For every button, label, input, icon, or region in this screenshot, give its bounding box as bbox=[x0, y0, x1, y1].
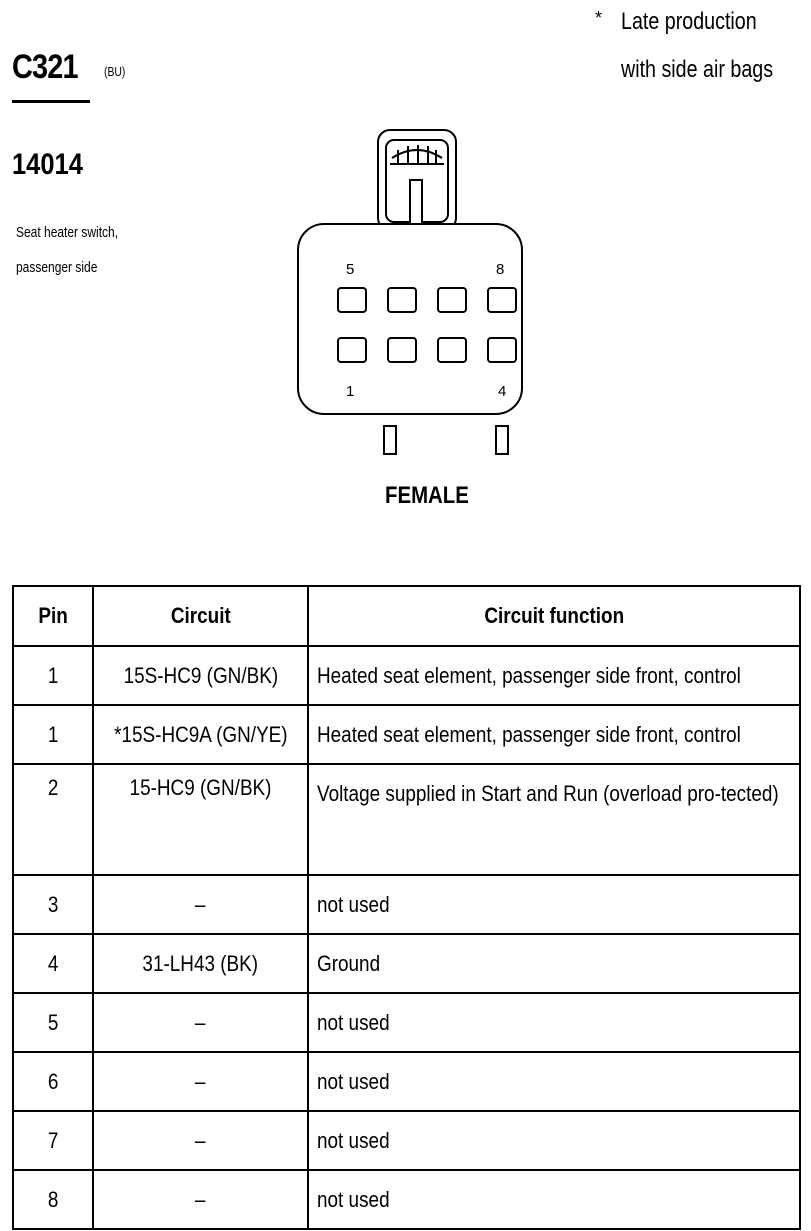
cell-circuit: 15S-HC9 (GN/BK) bbox=[92, 645, 309, 706]
cell-function: Ground bbox=[307, 933, 801, 994]
cell-function: Voltage supplied in Start and Run (overl… bbox=[307, 763, 801, 876]
cell-circuit: – bbox=[92, 992, 309, 1053]
note-marker: * bbox=[595, 8, 603, 28]
cell-function: not used bbox=[307, 1169, 801, 1230]
cell-circuit: – bbox=[92, 1110, 309, 1171]
description-line-2: passenger side bbox=[16, 259, 98, 276]
cell-circuit: 31-LH43 (BK) bbox=[92, 933, 309, 994]
table-row: 3 – not used bbox=[12, 874, 801, 935]
note-line-1: Late production bbox=[621, 8, 757, 35]
cavity-6 bbox=[387, 287, 417, 313]
cavity-3 bbox=[437, 337, 467, 363]
description-line-1: Seat heater switch, bbox=[16, 224, 119, 241]
cell-pin: 8 bbox=[12, 1169, 94, 1230]
cell-function: not used bbox=[307, 874, 801, 935]
cell-function: not used bbox=[307, 1110, 801, 1171]
cell-function: Heated seat element, passenger side fron… bbox=[307, 645, 801, 706]
table-row: 2 15-HC9 (GN/BK) Voltage supplied in Sta… bbox=[12, 763, 801, 876]
pin-cavities bbox=[337, 287, 517, 363]
cell-circuit: – bbox=[92, 1169, 309, 1230]
pin-label-4: 4 bbox=[498, 383, 506, 400]
cell-pin: 7 bbox=[12, 1110, 94, 1171]
cavity-5 bbox=[337, 287, 367, 313]
cell-circuit: – bbox=[92, 874, 309, 935]
note-line-2: with side air bags bbox=[621, 56, 774, 83]
cavity-4 bbox=[487, 337, 517, 363]
cell-pin: 1 bbox=[12, 704, 94, 765]
part-number: 14014 bbox=[12, 148, 83, 181]
header-circuit-function: Circuit function bbox=[307, 585, 801, 647]
cell-pin: 3 bbox=[12, 874, 94, 935]
cell-function: not used bbox=[307, 1051, 801, 1112]
cell-function: Heated seat element, passenger side fron… bbox=[307, 704, 801, 765]
table-row: 1 15S-HC9 (GN/BK) Heated seat element, p… bbox=[12, 645, 801, 706]
cavity-2 bbox=[387, 337, 417, 363]
connector-color: (BU) bbox=[104, 64, 126, 79]
table-header-row: Pin Circuit Circuit function bbox=[12, 585, 801, 647]
connector-latch bbox=[377, 129, 457, 231]
pin-label-1: 1 bbox=[346, 383, 354, 400]
cell-function: not used bbox=[307, 992, 801, 1053]
cell-pin: 4 bbox=[12, 933, 94, 994]
table-row: 6 – not used bbox=[12, 1051, 801, 1112]
connector-diagram: 5 8 1 4 bbox=[297, 129, 523, 455]
table-row: 7 – not used bbox=[12, 1110, 801, 1171]
connector-body bbox=[297, 223, 523, 415]
gender-label: FEMALE bbox=[385, 482, 469, 509]
cell-circuit: – bbox=[92, 1051, 309, 1112]
pin-label-5: 5 bbox=[346, 261, 354, 278]
cavity-7 bbox=[437, 287, 467, 313]
cell-pin: 1 bbox=[12, 645, 94, 706]
pin-table: Pin Circuit Circuit function 1 15S-HC9 (… bbox=[12, 585, 801, 1230]
header-circuit: Circuit bbox=[92, 585, 309, 647]
cell-pin: 2 bbox=[12, 763, 94, 876]
cell-circuit: 15-HC9 (GN/BK) bbox=[92, 763, 309, 876]
table-row: 1 *15S-HC9A (GN/YE) Heated seat element,… bbox=[12, 704, 801, 765]
table-row: 4 31-LH43 (BK) Ground bbox=[12, 933, 801, 994]
pin-label-8: 8 bbox=[496, 261, 504, 278]
table-row: 8 – not used bbox=[12, 1169, 801, 1230]
cell-circuit: *15S-HC9A (GN/YE) bbox=[92, 704, 309, 765]
table-row: 5 – not used bbox=[12, 992, 801, 1053]
cavity-8 bbox=[487, 287, 517, 313]
cavity-1 bbox=[337, 337, 367, 363]
cell-pin: 6 bbox=[12, 1051, 94, 1112]
connector-tabs bbox=[383, 425, 509, 455]
connector-id: C321 bbox=[12, 48, 79, 86]
title-underline bbox=[12, 100, 90, 103]
header-pin: Pin bbox=[12, 585, 94, 647]
cell-pin: 5 bbox=[12, 992, 94, 1053]
